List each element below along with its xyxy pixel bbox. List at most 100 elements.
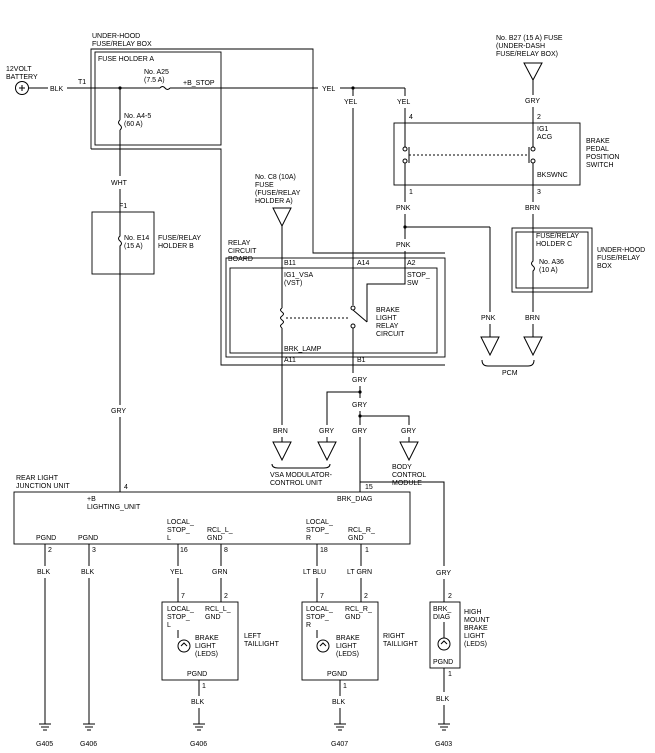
fuse-c8-line-1: No. C8 (10A)	[255, 174, 296, 181]
relay-pin-a2: A2	[407, 260, 416, 267]
relay-board-title-3: BOARD	[228, 256, 253, 263]
left-pin-7: 7	[181, 593, 185, 600]
ground-g405-icon	[39, 723, 51, 731]
fuse-c8-line-3: (FUSE/RELAY	[255, 190, 301, 197]
junction-ground-wires: BLK BLK	[37, 544, 95, 724]
pcm-input-arrow-icon	[480, 336, 500, 357]
pcm-input-arrow-icon-2	[523, 336, 543, 357]
hm-brk-1: BRK_	[433, 606, 451, 613]
junction-title-1: REAR LIGHT	[16, 475, 59, 482]
ground-g407-icon	[334, 723, 346, 731]
relay-board-title-2: CIRCUIT	[228, 248, 257, 255]
left-pin-1: 1	[202, 683, 206, 690]
left-name-2: TAILLIGHT	[244, 641, 280, 648]
relay-label-1: BRAKE	[376, 307, 400, 314]
ground-g403: G403	[435, 741, 452, 748]
hm-name-3: BRAKE	[464, 625, 488, 632]
left-taillight: 7 2 LOCAL_ STOP_ L RCL_L_ GND BRAKE LIGH…	[161, 593, 280, 724]
vsa-label-2: CONTROL UNIT	[270, 480, 323, 487]
relay-label-3: RELAY	[376, 323, 399, 330]
left-lamp-3: (LEDS)	[195, 651, 218, 658]
relay-circuit-board: RELAY CIRCUIT BOARD B11 A14 A2 IG1_VSA (…	[225, 240, 446, 425]
relay-stop-sw-2: SW	[407, 280, 419, 287]
relay-ig1-vsa: IG1_VSA	[284, 272, 314, 279]
right-lamp-1: BRAKE	[336, 635, 360, 642]
fuse-a45-rating: (60 A)	[124, 121, 143, 128]
wire-pnk-pcm: PNK	[481, 315, 496, 322]
battery-label-1: 12VOLT	[6, 66, 32, 73]
right-lamp-3: (LEDS)	[336, 651, 359, 658]
junction-pin-3: 3	[92, 547, 96, 554]
left-local-3: L	[167, 622, 171, 629]
relay-label-2: LIGHT	[376, 315, 397, 322]
relay-pin-b11: B11	[284, 260, 296, 267]
fuse-b27-line-1: No. B27 (15 A) FUSE	[496, 35, 563, 42]
pcm: PCM	[481, 359, 535, 377]
brake-pedal-position-switch: 4 2 IG1 ACG BKSWNC BRAKE PEDAL POSITION …	[393, 114, 619, 196]
wire-blk-g406: BLK	[81, 569, 95, 576]
relay-label-4: CIRCUIT	[376, 331, 405, 338]
hm-name-1: HIGH	[464, 609, 482, 616]
junction-local-l-2: STOP_	[167, 527, 190, 534]
ground-g406-icon	[83, 723, 95, 731]
junction-local-l-1: LOCAL_	[167, 519, 194, 526]
relay-board-title-1: RELAY	[228, 240, 251, 247]
grounds: G405 G406 G406 G407 G403	[36, 723, 452, 748]
ground-g403-icon	[438, 723, 450, 731]
switch-housing	[393, 122, 581, 186]
right-name-2: TAILLIGHT	[383, 641, 419, 648]
fuse-holder-a	[94, 51, 222, 146]
right-taillight-wires: LT BLU LT GRN	[303, 544, 372, 602]
fuse-e14-icon	[118, 212, 122, 274]
junction-local-r-1: LOCAL_	[306, 519, 333, 526]
vsa-modulator: BRN GRY VSA MODULATOR- CONTROL UNIT	[270, 428, 337, 487]
switch-bkswnc: BKSWNC	[537, 172, 568, 179]
relay-vst: (VST)	[284, 280, 302, 287]
wire-gry-left: GRY	[111, 408, 126, 415]
right-pin-1: 1	[343, 683, 347, 690]
hm-name-2: MOUNT	[464, 617, 490, 624]
junction-pgnd-1: PGND	[36, 535, 56, 542]
wire-yel-left: YEL	[344, 99, 357, 106]
relay-pin-b1: B1	[357, 357, 366, 364]
hm-pgnd: PGND	[433, 659, 453, 666]
relay-contact-icon	[350, 305, 356, 311]
battery-label-2: BATTERY	[6, 74, 38, 81]
holder-c-box-2: FUSE/RELAY	[597, 255, 640, 262]
junction-brk-diag: BRK_DIAG	[337, 496, 372, 503]
junction-rcl-l-1: RCL_L_	[207, 527, 233, 534]
fuse-e14-holder-2: HOLDER B	[158, 243, 194, 250]
wire-grn-ll: GRN	[212, 569, 228, 576]
high-mount-brake-light: 2 BRK_ DIAG HIGH MOUNT BRAKE LIGHT (LEDS…	[429, 593, 490, 724]
wire-gry-bcm-b: GRY	[401, 428, 416, 435]
pnk-wires: PNK PNK PNK	[396, 185, 500, 357]
right-rcl-1: RCL_R_	[345, 606, 372, 613]
fuse-c8: No. C8 (10A) FUSE (FUSE/RELAY HOLDER A)	[255, 174, 301, 268]
wire-blk-g405: BLK	[37, 569, 51, 576]
wire-pnk-2: PNK	[396, 242, 411, 249]
underhood-title-2: FUSE/RELAY BOX	[92, 41, 152, 48]
fuse-c8-line-4: HOLDER A)	[255, 198, 293, 205]
right-taillight: 7 2 LOCAL_ STOP_ R RCL_R_ GND BRAKE LIGH…	[301, 593, 419, 724]
relay-pin-a14: A14	[357, 260, 370, 267]
junction-pin-8: 8	[224, 547, 228, 554]
switch-title-1: BRAKE	[586, 138, 610, 145]
high-mount-wire: GRY	[359, 481, 451, 602]
brn-switch-wire: BRN	[525, 185, 540, 253]
left-brake-lamp-icon	[177, 639, 191, 653]
switch-acg: ACG	[537, 134, 552, 141]
right-lamp-2: LIGHT	[336, 643, 357, 650]
relay-stop-sw-1: STOP_	[407, 272, 430, 279]
hm-pin-1: 1	[448, 671, 452, 678]
vsa-input-arrow-icon-2	[317, 441, 337, 462]
holder-c-title-1: FUSE/RELAY	[536, 233, 579, 240]
high-mount-lamp-icon	[437, 637, 451, 651]
b-stop-label: +B_STOP	[183, 80, 215, 87]
wire-yel-ll: YEL	[170, 569, 183, 576]
wire-brn-switch: BRN	[525, 205, 540, 212]
fuse-a25-rating: (7.5 A)	[144, 77, 165, 84]
junction-rcl-l-2: GND	[207, 535, 223, 542]
junction-local-r-2: STOP_	[306, 527, 329, 534]
left-rcl-2: GND	[205, 614, 221, 621]
